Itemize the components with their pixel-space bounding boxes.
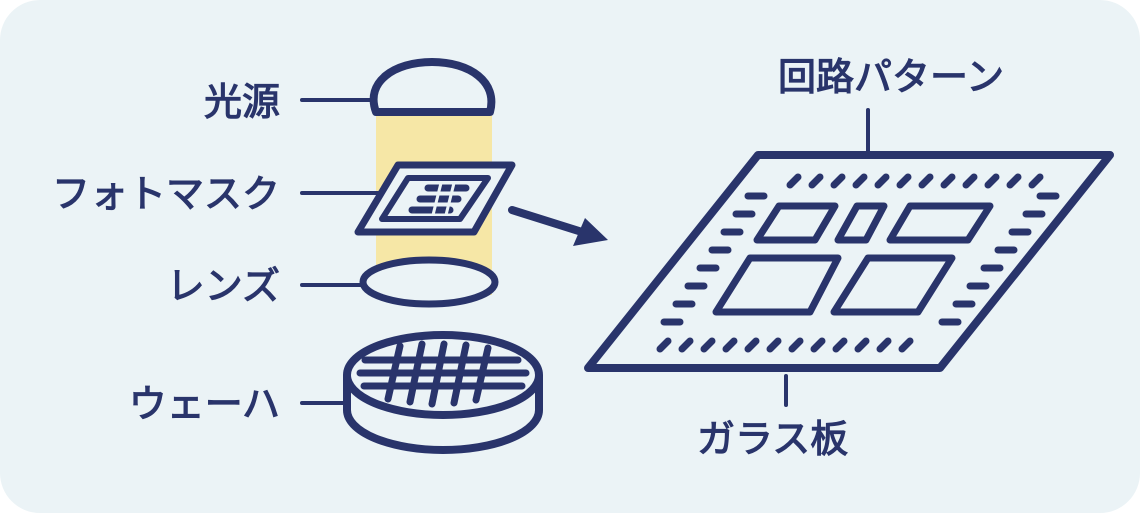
circuit-block-large-2 <box>830 254 956 316</box>
photomask-label: フォトマスク <box>51 172 280 216</box>
circuit-pattern-label: 回路パターン <box>778 55 1005 99</box>
circuit-block-large-1 <box>712 254 842 316</box>
circuit-block-small-3 <box>886 202 994 244</box>
light-source-label: 光源 <box>203 80 280 124</box>
glass-plate-shape <box>584 151 1114 372</box>
wafer-label: ウェーハ <box>128 382 280 426</box>
circuit-block-small-1 <box>753 202 839 244</box>
lens-shape <box>359 256 499 308</box>
arrow <box>508 206 608 246</box>
wafer-shape <box>343 331 543 454</box>
light-source-dome <box>369 58 496 116</box>
circuit-block-small-2 <box>834 202 888 244</box>
lens-label: レンズ <box>166 264 280 308</box>
photomask-shape <box>354 161 516 236</box>
glass-plate-label: ガラス板 <box>697 417 849 461</box>
